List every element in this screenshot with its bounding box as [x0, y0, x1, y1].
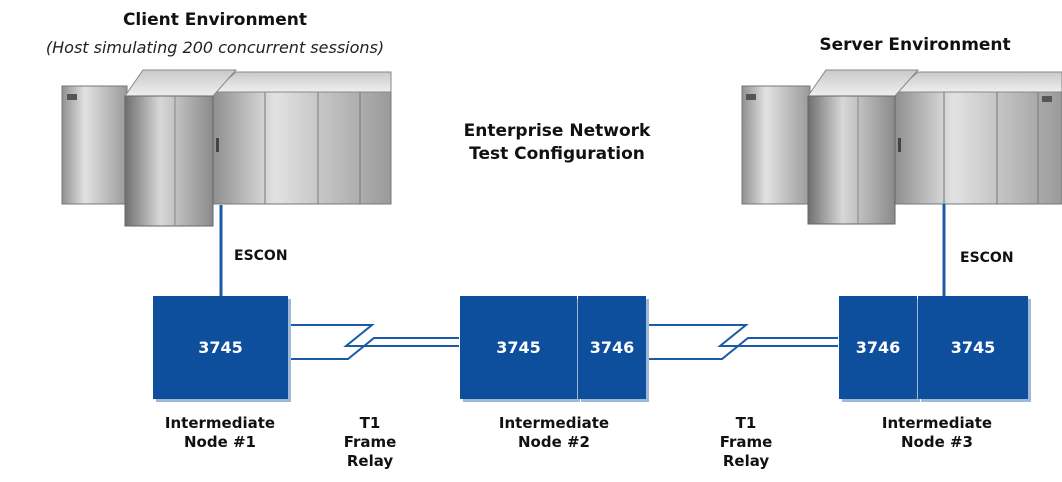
- node1-label-line-1: Intermediate: [164, 414, 276, 432]
- node3-3745-box: 3745: [918, 296, 1028, 399]
- server-mainframe-icon: [741, 69, 1062, 225]
- client-escon-label: ESCON: [234, 248, 288, 264]
- node1-label: Intermediate Node #1: [140, 414, 300, 452]
- wan-link-1-line-a: [289, 324, 459, 347]
- diagram-title-line-2: Test Configuration: [469, 144, 645, 164]
- server-escon-label: ESCON: [960, 250, 1014, 266]
- node3-label: Intermediate Node #3: [857, 414, 1017, 452]
- node3-3746-box: 3746: [839, 296, 917, 399]
- wan-link-2-label-line-1: T1: [735, 414, 757, 432]
- wan-link-1-label-line-2: Frame: [343, 433, 397, 451]
- node2-3745-box: 3745: [460, 296, 577, 399]
- wan-link-1-label: T1 Frame Relay: [330, 414, 410, 471]
- wan-link-2-label-line-2: Frame: [719, 433, 773, 451]
- node2-label-line-2: Node #2: [518, 433, 590, 451]
- node2-3746-box: 3746: [578, 296, 646, 399]
- node3-label-line-2: Node #3: [901, 433, 973, 451]
- wan-link-2-label: T1 Frame Relay: [706, 414, 786, 471]
- diagram-title: Enterprise Network Test Configuration: [432, 120, 682, 166]
- node1-3745-box: 3745: [153, 296, 288, 399]
- client-environment-heading: Client Environment: [122, 10, 308, 30]
- wan-link-2-label-line-3: Relay: [722, 452, 770, 470]
- wan-link-1-line-b: [289, 337, 459, 360]
- node2-label-line-1: Intermediate: [498, 414, 610, 432]
- diagram-title-line-1: Enterprise Network: [463, 121, 651, 141]
- node3-label-line-1: Intermediate: [881, 414, 993, 432]
- wan-link-2-line-b: [648, 337, 838, 360]
- client-mainframe-icon: [61, 69, 392, 227]
- server-environment-heading: Server Environment: [819, 35, 1011, 55]
- wan-link-2-line-a: [648, 324, 838, 347]
- client-environment-subtitle: (Host simulating 200 concurrent sessions…: [45, 38, 385, 57]
- node1-label-line-2: Node #1: [184, 433, 256, 451]
- wan-link-1-label-line-1: T1: [359, 414, 381, 432]
- wan-link-1-label-line-3: Relay: [346, 452, 394, 470]
- node2-label: Intermediate Node #2: [474, 414, 634, 452]
